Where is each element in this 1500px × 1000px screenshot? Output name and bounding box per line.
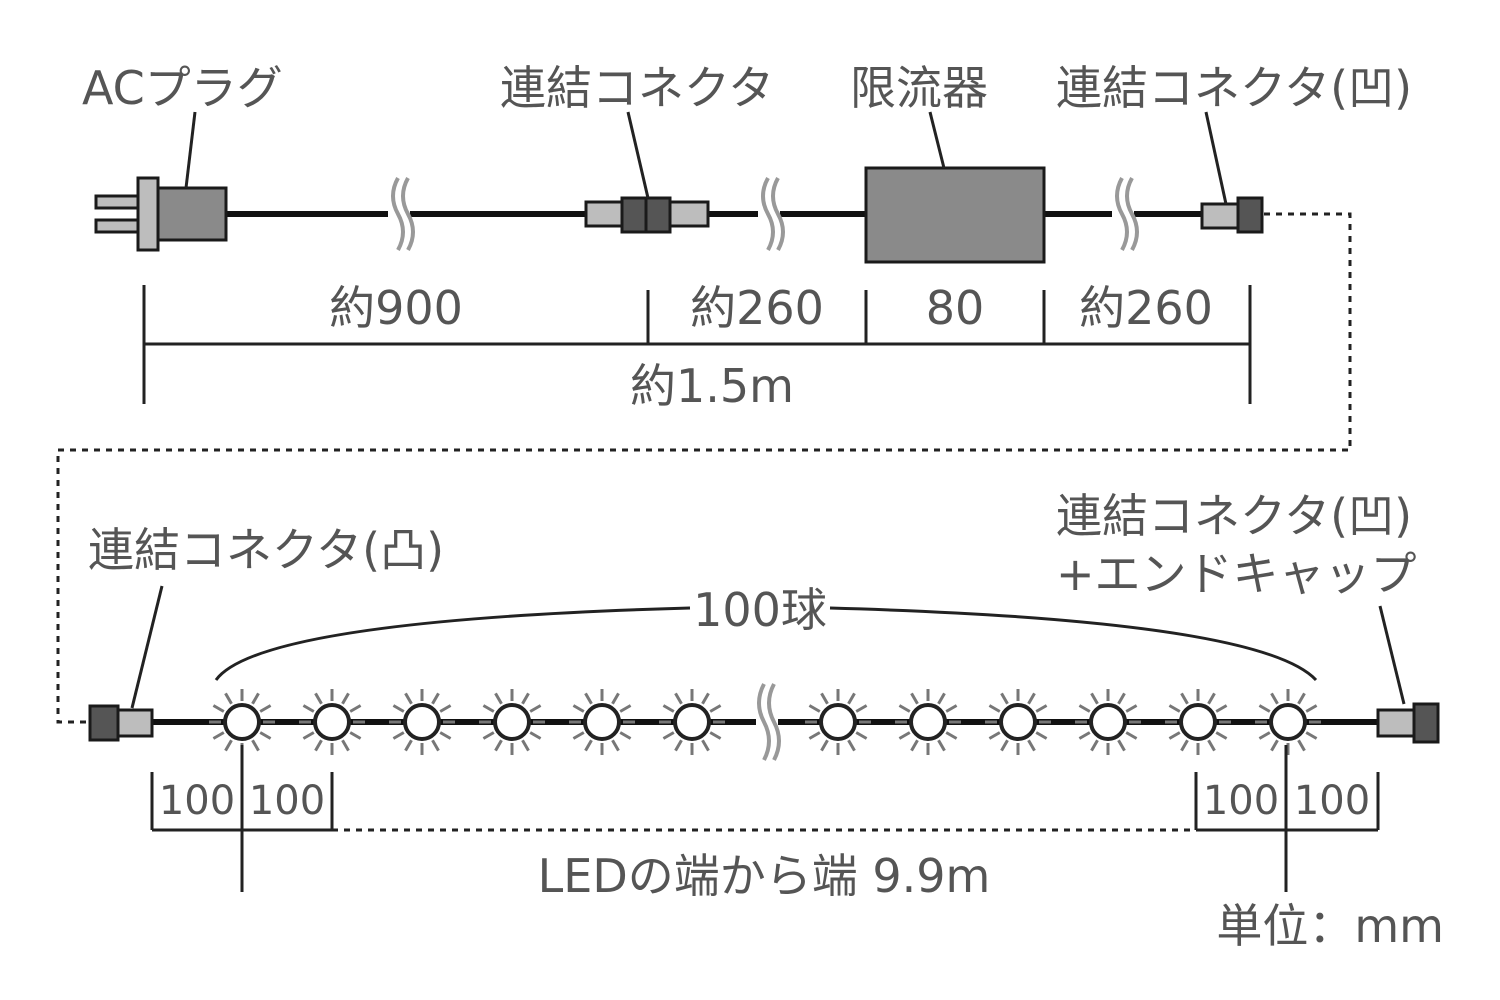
female-connector-icon [1200, 196, 1264, 234]
dimension-segment-1: 約900 [329, 281, 463, 335]
led-bulb-icon [895, 689, 961, 755]
led-bulbs [209, 689, 1321, 755]
dimension-lines-top [142, 285, 1252, 404]
leader-line [626, 111, 650, 199]
female-connector-endcap-icon [1376, 702, 1440, 744]
pitch-dimension-lines [150, 745, 1380, 892]
led-bulb-icon [1075, 689, 1141, 755]
wire-break-icon [388, 177, 415, 251]
current-limiter-box [864, 166, 1046, 264]
dimension-segment-3: 80 [926, 281, 985, 335]
pitch-left-2: 100 [249, 778, 325, 824]
leader-line [928, 111, 946, 169]
led-bulb-icon [1165, 689, 1231, 755]
led-bulb-icon [479, 689, 545, 755]
wire-break-icon [756, 683, 781, 761]
led-span-label: LEDの端から端 9.9m [538, 849, 991, 903]
dimension-total-power-cord: 約1.5m [630, 359, 794, 413]
ac-plug-icon [94, 176, 228, 252]
leader-line [130, 585, 164, 709]
leader-line [1378, 605, 1406, 705]
pitch-right-2: 100 [1294, 778, 1370, 824]
female-connector-endcap-label-2: +エンドキャップ [1056, 547, 1417, 601]
connector-label: 連結コネクタ [500, 61, 774, 115]
unit-label: 単位：mm [1216, 899, 1444, 953]
bulb-count-arc [214, 606, 1318, 682]
led-bulb-icon [389, 689, 455, 755]
dimension-segment-2: 約260 [690, 281, 824, 335]
dimension-segment-4: 約260 [1079, 281, 1213, 335]
female-connector-endcap-label-1: 連結コネクタ(凹) [1056, 489, 1412, 543]
wire-break-icon [1112, 177, 1139, 251]
led-bulb-icon [299, 689, 365, 755]
female-connector-label: 連結コネクタ(凹) [1056, 61, 1412, 115]
led-bulb-icon [209, 689, 275, 755]
male-connector-label: 連結コネクタ(凸) [88, 523, 444, 577]
leader-line [1204, 111, 1228, 205]
male-connector-icon [88, 704, 154, 742]
led-bulb-icon [659, 689, 725, 755]
connector-icon [584, 196, 710, 234]
leader-line [184, 111, 197, 189]
pitch-right-1: 100 [1203, 778, 1279, 824]
led-bulb-icon [985, 689, 1051, 755]
led-bulb-icon [805, 689, 871, 755]
led-bulb-icon [569, 689, 635, 755]
led-bulb-icon [1255, 689, 1321, 755]
pitch-left-1: 100 [159, 778, 235, 824]
ac-plug-label: ACプラグ [82, 61, 283, 115]
bulb-count: 100球 [693, 583, 827, 637]
current-limiter-label: 限流器 [850, 61, 988, 115]
wire-break-icon [758, 177, 785, 251]
